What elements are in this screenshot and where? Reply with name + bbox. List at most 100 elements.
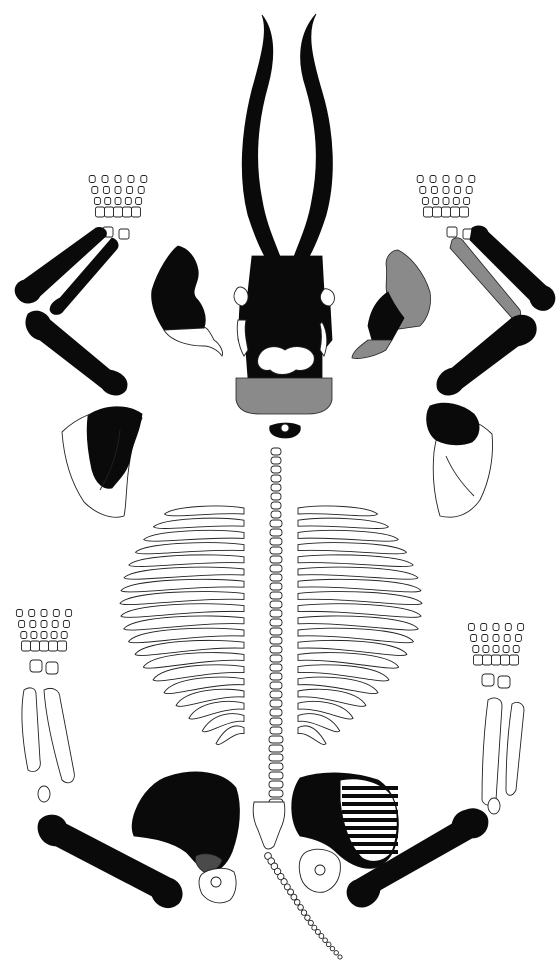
left-hand-bone: [128, 176, 134, 183]
left-foot-bone: [19, 621, 25, 628]
right-hand-bone: [453, 198, 459, 205]
right-rib: [298, 543, 407, 554]
tarsal: [46, 662, 58, 674]
vertebra: [270, 538, 282, 545]
left-hand-bone: [102, 176, 108, 183]
left-humerus: [26, 311, 127, 395]
vertebra: [270, 700, 282, 707]
caudal-vertebra: [334, 951, 338, 955]
left-foot-bone: [22, 641, 31, 651]
right-coracoid-lower: [352, 340, 392, 359]
left-hand-bone: [105, 198, 111, 205]
ilium-stripe: [342, 794, 398, 798]
right-forelimb: [352, 176, 555, 518]
vertebra: [270, 556, 282, 563]
vertebra: [271, 475, 281, 482]
right-foot-bone: [501, 655, 510, 665]
left-foot-bone: [53, 610, 59, 617]
caudal-vertebra: [315, 929, 320, 934]
vertebra: [271, 466, 281, 473]
right-hand-bone: [431, 187, 437, 194]
right-foot-bone: [493, 646, 499, 653]
right-scapula-preserved: [427, 403, 479, 445]
ilium-stripe: [342, 818, 398, 822]
vertebra: [271, 448, 281, 455]
left-foot: [16, 610, 71, 675]
right-foot-bone: [493, 624, 499, 631]
left-horn: [242, 15, 282, 262]
right-hand-bone: [443, 198, 449, 205]
left-hand-bone: [136, 198, 142, 205]
vertebra: [270, 718, 282, 725]
right-hand-bone: [456, 176, 462, 183]
right-tibia: [482, 698, 502, 805]
right-hand-bone: [460, 207, 469, 217]
right-foot-bone: [492, 655, 501, 665]
left-foot-bone: [21, 632, 27, 639]
right-hand-bone: [433, 207, 442, 217]
vertebra: [269, 790, 283, 797]
vertebra: [270, 619, 282, 626]
occipital-condyle: [281, 424, 289, 432]
caudal-vertebra: [308, 920, 313, 925]
left-fibula: [44, 688, 74, 782]
caudal-vertebra: [326, 942, 331, 947]
right-foot-bone: [471, 635, 477, 642]
left-hand-bone: [127, 187, 133, 194]
tarsal: [30, 660, 42, 672]
left-hand-bone: [115, 198, 121, 205]
left-astragalus: [38, 786, 50, 802]
caudal-vertebra: [294, 900, 300, 906]
left-foot-bone: [63, 621, 69, 628]
skull-table: [236, 378, 332, 414]
right-hand-bone: [420, 187, 426, 194]
right-foot-bone: [483, 655, 492, 665]
caudal-vertebra: [301, 910, 306, 915]
left-ribs: [120, 506, 244, 745]
left-foot-bone: [29, 610, 35, 617]
ilium-stripe: [342, 802, 398, 806]
right-foot-bone: [473, 646, 479, 653]
vertebra: [270, 520, 282, 527]
left-ilium: [132, 772, 239, 872]
vertebra: [270, 547, 282, 554]
right-foot-bone: [481, 624, 487, 631]
right-hand-bone: [443, 187, 449, 194]
right-fibula: [506, 702, 524, 795]
left-hand-bone: [115, 176, 121, 183]
right-rib: [298, 530, 398, 541]
left-rib: [121, 579, 244, 592]
right-postorbital: [320, 289, 334, 306]
vertebra: [271, 502, 281, 509]
right-rib: [298, 579, 421, 592]
left-postorbital: [234, 287, 248, 306]
left-foot-bone: [31, 632, 37, 639]
left-hand-bone: [138, 187, 144, 194]
right-humerus: [437, 315, 536, 395]
left-foot-bone: [40, 641, 49, 651]
vertebra: [269, 736, 283, 743]
vertebra: [270, 691, 282, 698]
right-foot-bone: [483, 646, 489, 653]
left-foot-bone: [52, 621, 58, 628]
left-hand-bone: [105, 207, 114, 217]
ilium-stripe: [342, 826, 398, 830]
right-hand-bone: [430, 176, 436, 183]
left-tibia: [22, 688, 40, 772]
vertebra: [271, 511, 281, 518]
vertebra: [270, 592, 282, 599]
left-rib: [135, 543, 244, 554]
right-acetabulum: [315, 865, 325, 875]
vertebra: [269, 763, 283, 770]
right-foot-bone: [515, 635, 521, 642]
ilium-stripe: [342, 842, 398, 846]
right-foot: [468, 624, 523, 689]
caudal-vertebra: [291, 894, 297, 900]
right-hand-bone: [455, 187, 461, 194]
right-foot-bone: [474, 655, 483, 665]
left-rib: [154, 518, 244, 528]
right-rib: [298, 592, 422, 605]
right-hand-bone: [451, 207, 460, 217]
left-hand-bone: [92, 187, 98, 194]
